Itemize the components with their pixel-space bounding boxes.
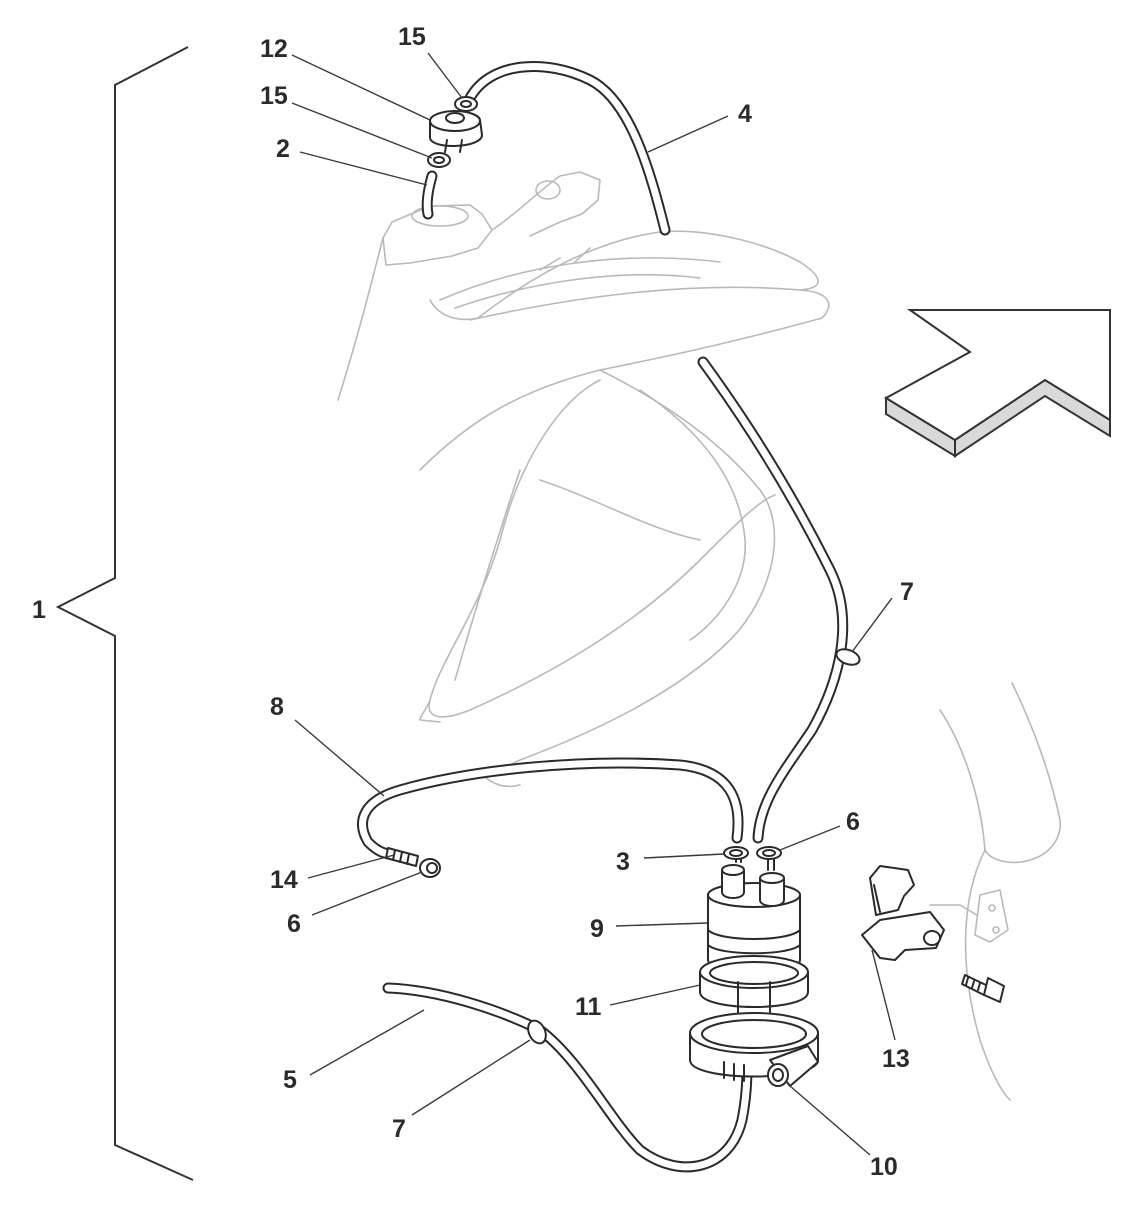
callout-6-fitting: 6 (287, 910, 301, 938)
callout-7-upper: 7 (900, 578, 914, 606)
hose-4 (464, 60, 849, 844)
clamp-10 (689, 1012, 819, 1087)
callout-10: 10 (870, 1153, 898, 1181)
callout-5: 5 (283, 1066, 297, 1094)
callout-1: 1 (32, 596, 46, 624)
callout-14: 14 (270, 866, 298, 894)
clamp-15-lower (427, 152, 451, 168)
hose-2 (421, 170, 438, 220)
forward-arrow-icon (884, 309, 1111, 458)
callout-3: 3 (616, 848, 630, 876)
valve-12 (429, 110, 483, 153)
callout-12: 12 (260, 35, 288, 63)
ring-11 (699, 955, 809, 1041)
callout-8: 8 (270, 693, 284, 721)
clamp-7-upper (835, 648, 861, 666)
clamp-7-lower (527, 1019, 547, 1045)
callout-15-middle: 15 (260, 82, 288, 110)
canister-9 (707, 847, 801, 973)
callout-4: 4 (738, 100, 752, 128)
callout-9: 9 (590, 915, 604, 943)
callout-6-canister: 6 (846, 808, 860, 836)
fuel-tank-outline (337, 171, 830, 788)
fitting-14 (385, 847, 419, 867)
callout-labels: 1 2 3 4 5 6 6 7 7 8 9 10 11 12 13 14 15 … (32, 23, 914, 1181)
clamp-6 (756, 846, 782, 860)
callout-7-lower: 7 (392, 1115, 406, 1143)
cap-6 (419, 858, 441, 878)
callout-11: 11 (575, 993, 602, 1021)
clamp-3 (723, 846, 749, 860)
frame-tube-outline (929, 682, 1061, 1101)
hose-5 (382, 982, 753, 1173)
callout-2: 2 (276, 135, 290, 163)
hose-8 (357, 757, 744, 860)
callout-13: 13 (882, 1045, 910, 1073)
clamp-15-upper (454, 96, 478, 112)
assembly-bracket (55, 46, 194, 1181)
bracket-13 (861, 865, 1005, 1003)
callout-15-top: 15 (398, 23, 426, 51)
leader-lines (291, 52, 896, 1156)
